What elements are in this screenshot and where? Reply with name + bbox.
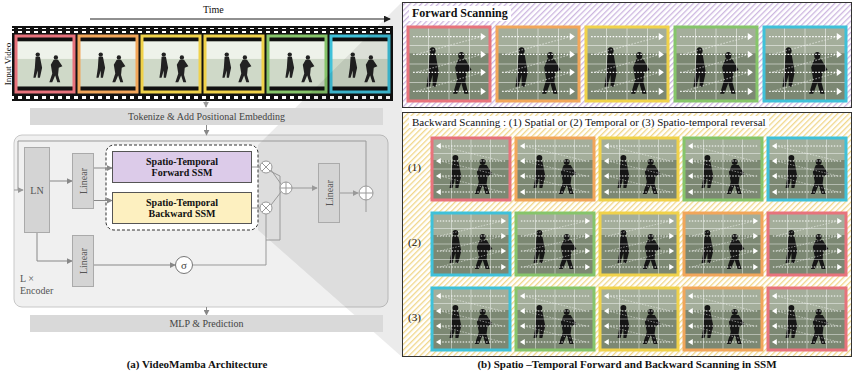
node-text: L × Encoder xyxy=(20,273,60,296)
activation-circle: σ xyxy=(175,256,193,274)
node-text: Linear xyxy=(324,180,335,206)
backward-frames-spatial xyxy=(432,138,846,200)
row-number: (3) xyxy=(408,311,421,323)
backward-frames-spatiotemporal xyxy=(432,288,846,350)
caption: (a) VideoMamba Architecture xyxy=(20,358,374,370)
connector-arrow xyxy=(94,200,112,201)
axis-label: Time xyxy=(203,4,224,15)
node-text: Tokenize & Add Positional Embedding xyxy=(128,111,285,122)
node-text: Linear xyxy=(78,248,89,274)
backward-frames-temporal xyxy=(432,213,846,275)
scan-panel: Forward Scanning xyxy=(402,2,852,108)
connector-arrow xyxy=(50,181,72,182)
linear-box: Linear xyxy=(72,235,94,287)
linear-box: Linear xyxy=(72,153,94,209)
norm-box: LN xyxy=(24,147,50,233)
zoom-shading xyxy=(258,2,402,357)
axis-label: Input Video xyxy=(3,43,13,86)
caption: (b) Spatio –Temporal Forward and Backwar… xyxy=(402,358,852,370)
node-text: Spatio-Temporal Forward SSM xyxy=(135,156,229,178)
time-arrow xyxy=(90,18,390,19)
encoder-block: L × Encoder LN Linear Spatio-Temporal Forwa… xyxy=(14,135,388,307)
node-text: σ xyxy=(181,259,187,271)
input-arrow xyxy=(206,101,207,107)
connector-arrow xyxy=(206,307,207,315)
node-text: MLP & Prediction xyxy=(169,318,243,329)
ssm-box: Spatio-Temporal Forward SSM xyxy=(112,151,252,183)
row-number: (1) xyxy=(408,161,421,173)
prediction-bar: MLP & Prediction xyxy=(30,315,383,332)
row-number: (2) xyxy=(408,236,421,248)
ssm-group xyxy=(106,145,258,230)
operator-symbols xyxy=(260,161,373,214)
connector-arrow xyxy=(37,233,72,261)
forward-ground xyxy=(402,2,852,108)
connector-arrow xyxy=(206,125,207,135)
node-text: Spatio-Temporal Backward SSM xyxy=(135,197,229,219)
encoder-wiring xyxy=(14,141,366,265)
node-text: Linear xyxy=(78,168,89,194)
panel-title: Backward Scanning : (1) Spatial or (2) T… xyxy=(409,116,769,128)
linear-box: Linear xyxy=(318,163,340,223)
node-text: LN xyxy=(30,185,43,196)
embedding-bar: Tokenize & Add Positional Embedding xyxy=(30,108,383,125)
connector-arrow xyxy=(94,265,175,266)
connector-arrow xyxy=(94,168,112,169)
panel-title: Forward Scanning xyxy=(409,6,511,21)
forward-frames xyxy=(408,27,846,101)
scan-panel: Backward Scanning : (1) Spatial or (2) T… xyxy=(402,112,852,357)
ssm-box: Spatio-Temporal Backward SSM xyxy=(112,192,252,224)
backward-ground xyxy=(402,112,852,357)
